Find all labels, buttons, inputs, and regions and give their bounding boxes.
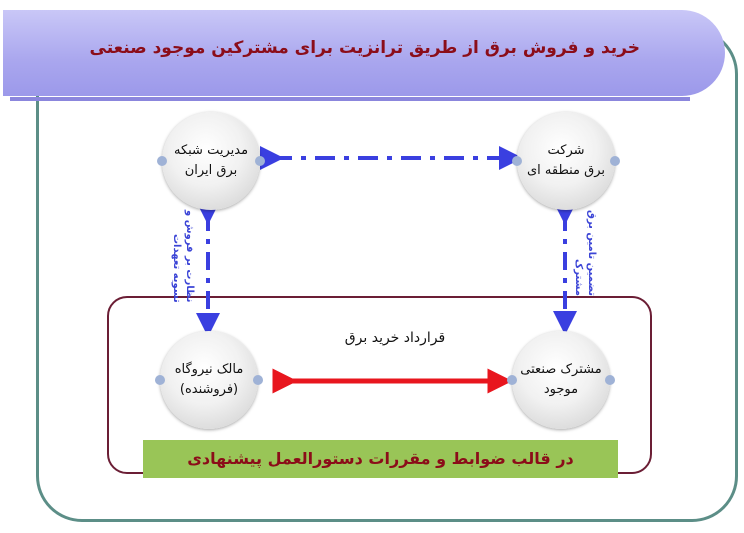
footer-text: در قالب ضوابط و مقررات دستورالعمل پیشنها… <box>187 449 574 468</box>
node-plant-owner-line1: مالک نیروگاه <box>174 361 244 377</box>
node-regional-company-line1: شرکت <box>547 142 585 158</box>
node-grid-management-line1: مدیریت شبکه <box>173 142 249 158</box>
label-supervision-line2: تسویه تعهدات <box>171 233 182 303</box>
diagram-frame <box>36 28 738 522</box>
node-industrial-customer: مشترک صنعتی موجود <box>507 331 615 429</box>
node-regional-company-line2: برق منطقه ای <box>526 163 606 178</box>
node-industrial-customer-line2: موجود <box>543 382 579 397</box>
node-regional-company: شرکت برق منطقه ای <box>512 112 620 210</box>
label-guarantee-line2: مشترک <box>573 259 584 297</box>
node-plant-owner: مالک نیروگاه (فروشنده) <box>155 331 263 429</box>
label-guarantee: تضمین تامین برق مشترک <box>572 210 598 296</box>
label-guarantee-line1: تضمین تامین برق <box>586 210 597 297</box>
node-grid-management: مدیریت شبکه برق ایران <box>157 112 265 210</box>
footer-bar: در قالب ضوابط و مقررات دستورالعمل پیشنها… <box>143 440 618 478</box>
slide-title: خرید و فروش برق از طریق ترانزیت برای مشت… <box>89 38 640 58</box>
title-bar <box>3 10 725 96</box>
title-underline <box>10 97 690 101</box>
node-grid-management-line2: برق ایران <box>184 163 238 178</box>
label-supervision-line1: نظارت بر فروش و <box>184 210 195 303</box>
node-industrial-customer-line1: مشترک صنعتی <box>520 361 602 377</box>
contract-label: قرارداد خرید برق <box>344 330 446 346</box>
node-plant-owner-line2: (فروشنده) <box>179 382 239 397</box>
label-supervision: نظارت بر فروش و تسویه تعهدات <box>170 210 196 302</box>
